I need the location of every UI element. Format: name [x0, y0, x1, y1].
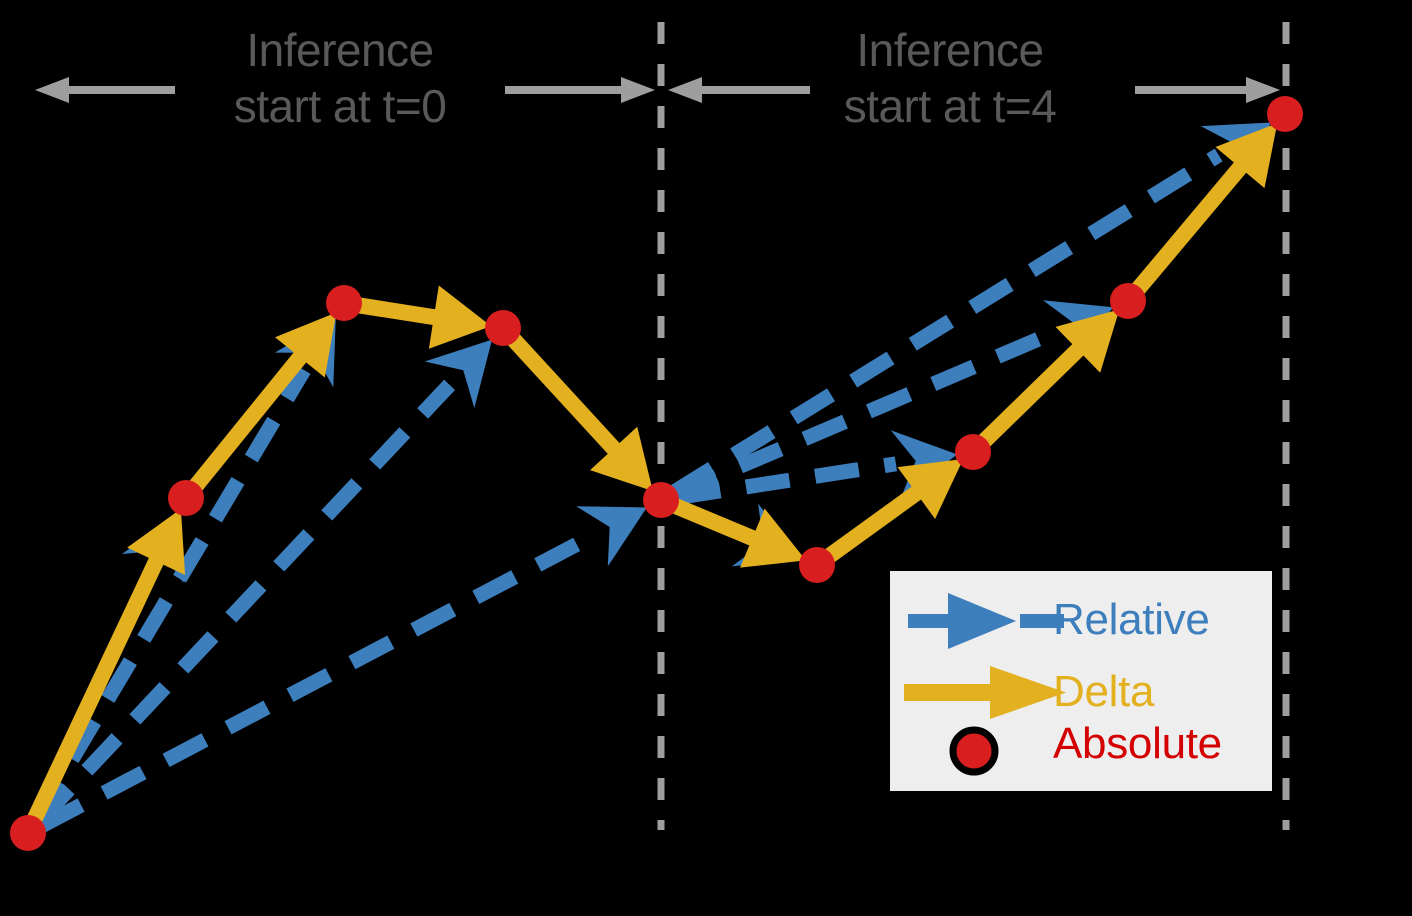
legend-label-delta: Delta — [1053, 667, 1155, 716]
absolute-point-t1 — [168, 480, 204, 516]
legend — [890, 571, 1272, 791]
delta-4-5 — [670, 497, 806, 568]
delta-3-4-shaft — [506, 332, 623, 457]
delta-6-7-shaft — [977, 341, 1087, 448]
span-arrow-left-out — [35, 77, 175, 103]
legend-marker-absolute-icon — [949, 726, 999, 776]
delta-1-2 — [188, 312, 337, 493]
delta-2-3-shaft — [356, 297, 440, 326]
span-arrow-left-out-head — [35, 77, 69, 103]
absolute-point-t6 — [955, 434, 991, 470]
span-arrow-right-out-head — [668, 77, 702, 103]
delta-arrow-group — [26, 123, 1278, 824]
delta-1-2-shaft — [188, 349, 309, 493]
span-arrow-left-in — [505, 77, 655, 103]
relative-0-4 — [38, 506, 647, 833]
delta-3-4 — [506, 332, 653, 492]
delta-0-1-shaft — [26, 554, 166, 824]
span-arrow-right-in-head — [1246, 77, 1280, 103]
delta-0-1-head — [127, 508, 186, 575]
absolute-point-t8 — [1267, 96, 1303, 132]
absolute-point-t2 — [326, 285, 362, 321]
span-arrow-right-out — [668, 77, 810, 103]
relative-0-4-shaft — [38, 529, 596, 833]
delta-6-7 — [977, 309, 1120, 448]
delta-2-3-head — [428, 285, 492, 349]
absolute-point-t0 — [10, 815, 46, 851]
relative-4-8-shaft — [670, 148, 1223, 498]
delta-7-8-shaft — [1130, 159, 1249, 296]
delta-7-8-head — [1215, 123, 1278, 189]
absolute-point-t7 — [1110, 283, 1146, 319]
absolute-point-t4 — [643, 482, 679, 518]
delta-4-5-head — [740, 508, 806, 568]
absolute-point-group — [10, 96, 1303, 851]
delta-4-5-shaft — [670, 497, 760, 547]
delta-5-6-head — [897, 459, 964, 519]
delta-0-1 — [26, 508, 186, 824]
legend-label-absolute: Absolute — [1053, 719, 1222, 768]
header-label-inference-t0: Inference start at t=0 — [233, 24, 447, 132]
delta-7-8 — [1130, 123, 1278, 296]
relative-4-7-shaft — [672, 324, 1060, 501]
absolute-point-t5 — [799, 547, 835, 583]
legend-markers — [904, 593, 1066, 776]
relative-0-3-shaft — [33, 379, 456, 827]
relative-4-6 — [675, 430, 958, 505]
legend-marker-relative-icon — [908, 593, 1064, 649]
relative-4-6-shaft — [675, 456, 898, 505]
delta-5-6-shaft — [823, 484, 925, 564]
delta-5-6 — [823, 459, 964, 564]
legend-marker-delta-icon — [904, 666, 1066, 719]
span-arrow-left-in-head — [621, 77, 655, 103]
relative-0-3 — [33, 339, 493, 827]
delta-2-3 — [356, 285, 492, 349]
relative-0-4-head — [576, 506, 647, 567]
relative-0-3-head — [424, 339, 493, 409]
legend-label-relative: Relative — [1053, 595, 1210, 644]
span-arrow-right-in — [1135, 77, 1280, 103]
header-label-inference-t4: Inference start at t=4 — [843, 24, 1057, 132]
relative-4-6-head — [890, 430, 958, 498]
relative-0-2-shaft — [29, 366, 311, 824]
delta-3-4-head — [590, 426, 653, 492]
delta-1-2-head — [275, 312, 337, 378]
absolute-point-t3 — [485, 310, 521, 346]
delta-6-7-head — [1055, 309, 1120, 373]
